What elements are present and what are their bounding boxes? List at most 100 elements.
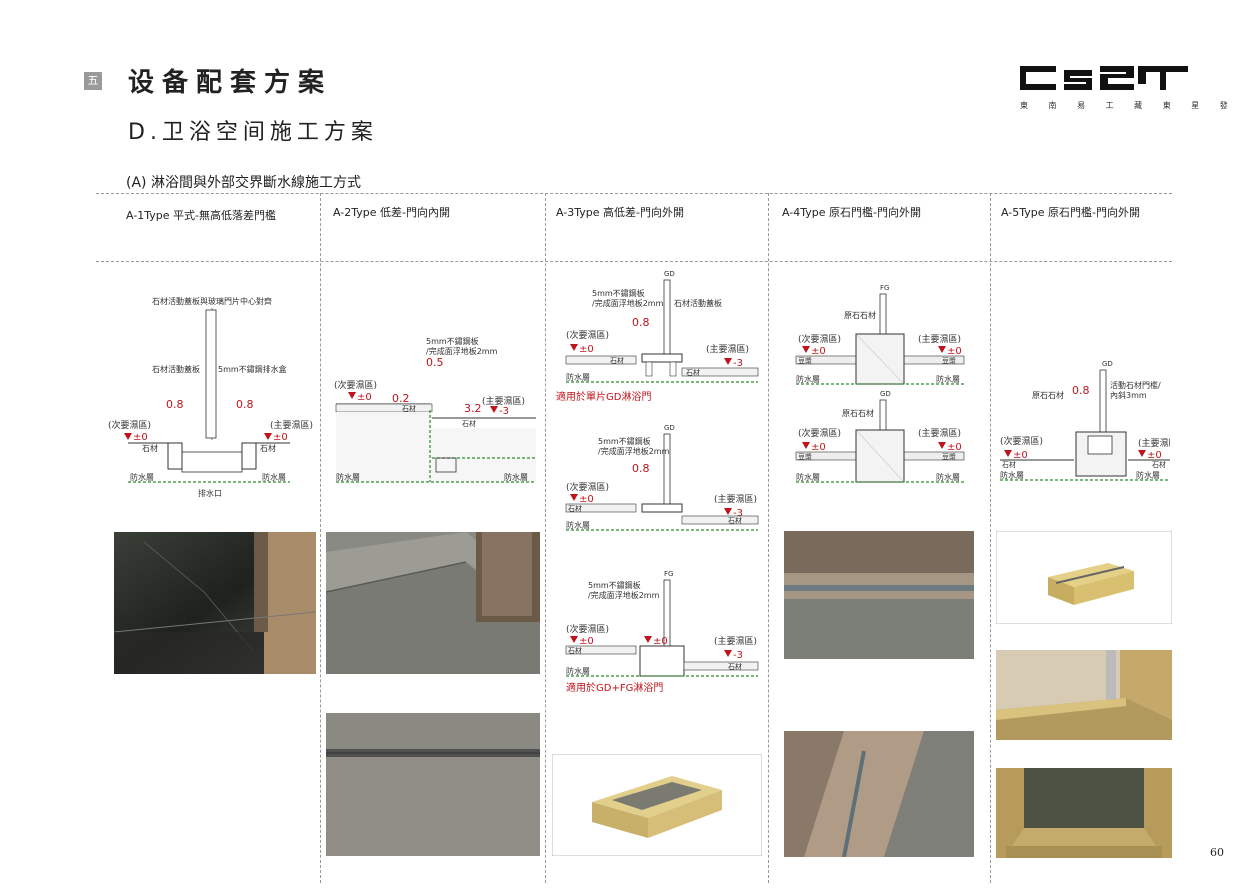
a3-section-diagram-3: FG 5mm不鏽鋼板 /完成面浮地板2mm (次要濕區) ±0 ±0 (主要濕區… xyxy=(565,570,759,694)
svg-text:石材活動蓋板: 石材活動蓋板 xyxy=(674,298,722,308)
column-divider xyxy=(990,193,991,883)
svg-text:0.2: 0.2 xyxy=(392,392,410,405)
svg-text:(次要濕區): (次要濕區) xyxy=(566,623,609,635)
svg-text:石材: 石材 xyxy=(610,356,624,365)
svg-text:(主要濕區): (主要濕區) xyxy=(270,419,313,431)
svg-text:±0: ±0 xyxy=(653,636,668,647)
a4-section-diagram-1: FG 原石石材 (次要濕區) (主要濕區) ±0 ±0 豆漿 豆漿 防水層 防水… xyxy=(795,284,965,385)
svg-text:防水層: 防水層 xyxy=(566,520,590,530)
svg-text:±0: ±0 xyxy=(579,494,594,505)
svg-text:原石石材: 原石石材 xyxy=(1032,390,1064,400)
svg-text:防水層: 防水層 xyxy=(796,472,820,482)
svg-text:-3: -3 xyxy=(733,508,743,519)
svg-text:±0: ±0 xyxy=(811,346,826,357)
svg-text:±0: ±0 xyxy=(947,346,962,357)
svg-text:(次要濕區): (次要濕區) xyxy=(334,379,377,391)
svg-text:(主要濕區): (主要濕區) xyxy=(714,635,757,647)
svg-text:±0: ±0 xyxy=(133,432,148,443)
page-number: 60 xyxy=(1210,846,1224,859)
svg-text:(主要濕區): (主要濕區) xyxy=(714,493,757,505)
svg-text:石材: 石材 xyxy=(142,443,158,453)
svg-text:石材: 石材 xyxy=(260,443,276,453)
a4-photo-stone-sill-1 xyxy=(784,531,974,659)
svg-text:(主要濕區): (主要濕區) xyxy=(918,427,961,439)
brand-logo xyxy=(1020,66,1188,90)
svg-text:GD: GD xyxy=(664,270,675,278)
svg-text:適用於GD+FG淋浴門: 適用於GD+FG淋浴門 xyxy=(566,681,663,694)
svg-text:/完成面浮地板2mm: /完成面浮地板2mm xyxy=(588,590,660,600)
svg-text:石材: 石材 xyxy=(1152,460,1166,469)
svg-text:GD: GD xyxy=(664,424,675,432)
svg-text:(次要濕區): (次要濕區) xyxy=(1000,435,1043,447)
svg-text:±0: ±0 xyxy=(811,442,826,453)
a2-photo-threshold-1 xyxy=(326,532,540,674)
svg-text:防水層: 防水層 xyxy=(936,472,960,482)
svg-text:豆漿: 豆漿 xyxy=(942,356,956,365)
svg-text:±0: ±0 xyxy=(1013,450,1028,461)
grid-line-header xyxy=(96,261,1172,262)
svg-text:/完成面浮地板2mm: /完成面浮地板2mm xyxy=(426,346,498,356)
column-title-a4: A-4Type 原石門檻-門向外開 xyxy=(782,206,921,219)
svg-text:原石石材: 原石石材 xyxy=(842,408,874,418)
svg-text:活動石材門檻/: 活動石材門檻/ xyxy=(1110,380,1161,390)
svg-text:±0: ±0 xyxy=(357,392,372,403)
svg-text:豆漿: 豆漿 xyxy=(798,452,812,461)
svg-text:(主要濕區): (主要濕區) xyxy=(482,395,525,407)
a1-photo-shower-threshold xyxy=(114,532,316,674)
svg-text:±0: ±0 xyxy=(579,344,594,355)
svg-text:石材: 石材 xyxy=(568,646,582,655)
section-heading: (A) 淋浴間與外部交界斷水線施工方式 xyxy=(126,175,361,191)
svg-text:-3: -3 xyxy=(499,406,509,417)
svg-text:石材: 石材 xyxy=(462,419,476,428)
svg-text:(次要濕區): (次要濕區) xyxy=(566,329,609,341)
svg-text:±0: ±0 xyxy=(1147,450,1162,461)
column-title-a1: A-1Type 平式-無高低落差門檻 xyxy=(126,209,276,222)
a3-render-threshold xyxy=(552,754,762,856)
svg-text:防水層: 防水層 xyxy=(262,472,286,482)
grid-line-top xyxy=(96,193,1172,194)
svg-text:防水層: 防水層 xyxy=(796,374,820,384)
svg-text:(次要濕區): (次要濕區) xyxy=(798,427,841,439)
svg-text:內斜3mm: 內斜3mm xyxy=(1110,390,1147,400)
svg-text:(主要濕區): (主要濕區) xyxy=(706,343,749,355)
svg-text:排水口: 排水口 xyxy=(198,488,222,498)
svg-text:5mm不鏽鋼排水盒: 5mm不鏽鋼排水盒 xyxy=(218,364,287,374)
page-subtitle: D.卫浴空间施工方案 xyxy=(128,120,378,145)
svg-text:5mm不鏽鋼板: 5mm不鏽鋼板 xyxy=(592,288,645,298)
svg-text:防水層: 防水層 xyxy=(504,472,528,482)
svg-text:/完成面浮地板2mm: /完成面浮地板2mm xyxy=(598,446,670,456)
svg-text:石材: 石材 xyxy=(686,368,700,377)
svg-text:防水層: 防水層 xyxy=(336,472,360,482)
svg-text:(主要濕區): (主要濕區) xyxy=(1138,437,1170,449)
a4-photo-stone-sill-2 xyxy=(784,731,974,857)
a2-section-diagram: 5mm不鏽鋼板 /完成面浮地板2mm 0.5 (次要濕區) ±0 0.2 3.2… xyxy=(334,336,536,483)
svg-text:/完成面浮地板2mm: /完成面浮地板2mm xyxy=(592,298,664,308)
svg-text:0.8: 0.8 xyxy=(1072,384,1090,397)
svg-text:防水層: 防水層 xyxy=(566,666,590,676)
svg-text:0.8: 0.8 xyxy=(632,462,650,475)
svg-text:原石石材: 原石石材 xyxy=(844,310,876,320)
svg-text:(次要濕區): (次要濕區) xyxy=(798,333,841,345)
svg-text:石材活動蓋板: 石材活動蓋板 xyxy=(152,364,200,374)
svg-text:(主要濕區): (主要濕區) xyxy=(918,333,961,345)
svg-text:石材: 石材 xyxy=(728,662,742,671)
svg-text:±0: ±0 xyxy=(273,432,288,443)
svg-text:石材: 石材 xyxy=(402,404,416,413)
page-title: 设备配套方案 xyxy=(128,68,333,98)
svg-text:-3: -3 xyxy=(733,358,743,369)
column-divider xyxy=(320,193,321,883)
a4-section-diagram-2: GD 原石石材 (次要濕區) (主要濕區) ±0 ±0 豆漿 豆漿 防水層 防水… xyxy=(795,390,965,483)
a3-section-diagram-1: GD 5mm不鏽鋼板 /完成面浮地板2mm 石材活動蓋板 0.8 (次要濕區) … xyxy=(556,270,759,403)
svg-text:0.8: 0.8 xyxy=(632,316,650,329)
column-title-a5: A-5Type 原石門檻-門向外開 xyxy=(1001,206,1140,219)
svg-text:(次要濕區): (次要濕區) xyxy=(566,481,609,493)
a1-section-diagram: 石材活動蓋板與玻璃門片中心對齊 石材活動蓋板 5mm不鏽鋼排水盒 0.8 0.8… xyxy=(108,296,313,498)
column-title-a3: A-3Type 高低差-門向外開 xyxy=(556,206,684,219)
svg-text:防水層: 防水層 xyxy=(566,372,590,382)
a5-render-threshold-3 xyxy=(996,768,1172,858)
svg-text:豆漿: 豆漿 xyxy=(942,452,956,461)
svg-text:GD: GD xyxy=(1102,360,1113,368)
column-divider xyxy=(545,193,546,883)
svg-text:石材: 石材 xyxy=(1002,460,1016,469)
svg-text:0.8: 0.8 xyxy=(236,398,254,411)
